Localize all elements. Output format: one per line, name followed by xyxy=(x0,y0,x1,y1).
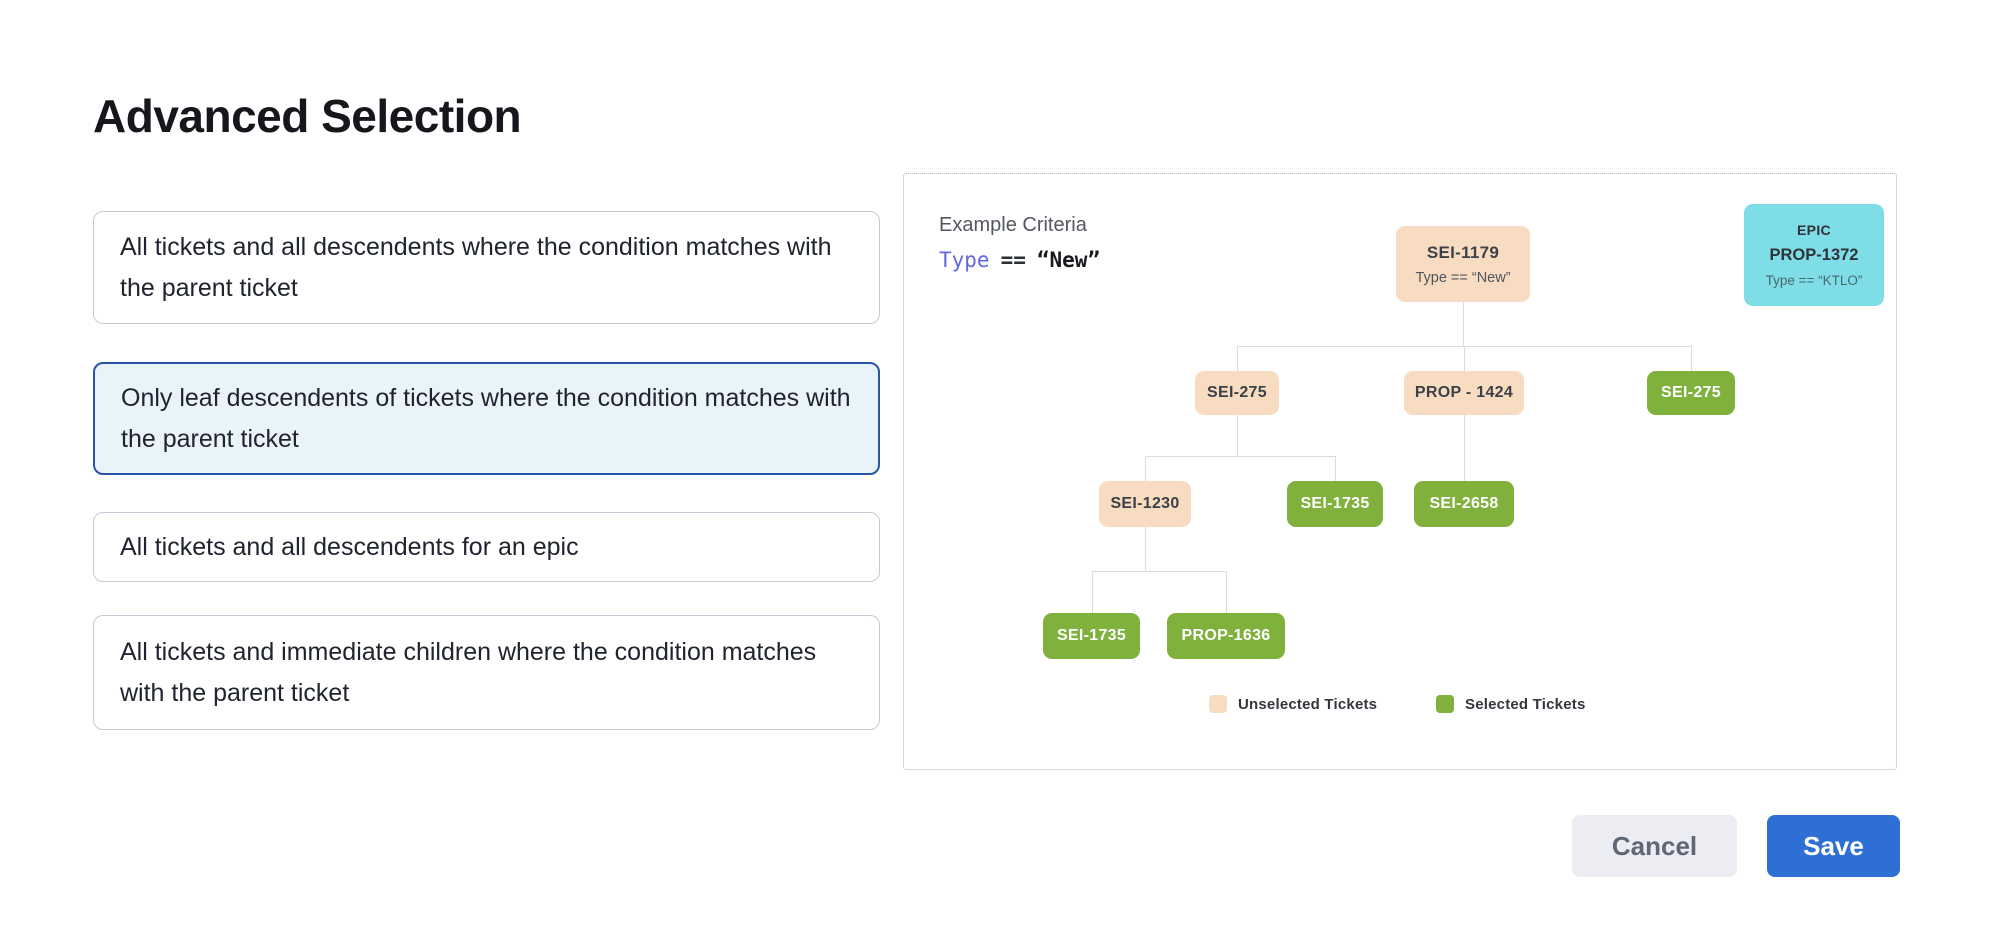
node-label: PROP - 1424 xyxy=(1414,384,1514,401)
tree-connector xyxy=(1145,456,1146,481)
node-label: SEI-2658 xyxy=(1429,495,1499,512)
node-condition: Type == “New” xyxy=(1415,269,1511,286)
option-list: All tickets and all descendents where th… xyxy=(93,211,880,741)
epic-card: EPIC PROP-1372 Type == “KTLO” xyxy=(1744,204,1884,306)
option-all-descendents-epic[interactable]: All tickets and all descendents for an e… xyxy=(93,512,880,582)
tree-connector xyxy=(1145,527,1146,571)
epic-type-label: EPIC xyxy=(1797,222,1831,238)
node-label: SEI-1735 xyxy=(1056,627,1127,644)
tree-connector xyxy=(1237,415,1238,456)
tree-connector xyxy=(1237,346,1238,371)
tree-connector xyxy=(1463,302,1464,346)
tree-node-selected: SEI-2658 xyxy=(1414,481,1514,527)
unselected-swatch-icon xyxy=(1209,695,1227,713)
epic-ticket-id: PROP-1372 xyxy=(1769,246,1859,264)
tree-connector xyxy=(1691,346,1692,371)
selected-swatch-icon xyxy=(1436,695,1454,713)
legend-unselected: Unselected Tickets xyxy=(1209,695,1377,713)
option-leaf-descendents-condition[interactable]: Only leaf descendents of tickets where t… xyxy=(93,362,880,475)
epic-condition: Type == “KTLO” xyxy=(1765,273,1863,288)
tree-node-unselected: SEI-275 xyxy=(1195,371,1279,415)
legend-selected: Selected Tickets xyxy=(1436,695,1586,713)
example-diagram-panel: Example Criteria Type == “New” EPIC PROP-1… xyxy=(903,173,1897,770)
legend-label: Unselected Tickets xyxy=(1238,695,1378,713)
node-label: PROP-1636 xyxy=(1181,627,1271,644)
node-label: SEI-1230 xyxy=(1110,495,1180,512)
tree-connector xyxy=(1464,415,1465,481)
save-button[interactable]: Save xyxy=(1767,815,1900,877)
option-immediate-children-condition[interactable]: All tickets and immediate children where… xyxy=(93,615,880,730)
option-label: Only leaf descendents of tickets where t… xyxy=(121,384,851,453)
tree-connector xyxy=(1092,571,1093,613)
option-label: All tickets and immediate children where… xyxy=(120,638,817,707)
tree-node-unselected: PROP - 1424 xyxy=(1404,371,1524,415)
page-title: Advanced Selection xyxy=(93,89,522,142)
tree-connector xyxy=(1092,571,1227,572)
option-label: All tickets and all descendents for an e… xyxy=(120,532,579,561)
tree-connector xyxy=(1145,456,1336,457)
option-all-descendents-condition[interactable]: All tickets and all descendents where th… xyxy=(93,211,880,324)
tree-node-root: SEI-1179 Type == “New” xyxy=(1396,226,1530,302)
example-criteria-heading: Example Criteria xyxy=(939,214,1087,236)
tree-node-selected: PROP-1636 xyxy=(1167,613,1285,659)
tree-connector xyxy=(1335,456,1336,481)
criteria-value: “New” xyxy=(1036,248,1101,272)
criteria-field: Type xyxy=(939,248,990,272)
node-label: SEI-275 xyxy=(1207,384,1267,401)
legend-label: Selected Tickets xyxy=(1465,695,1586,713)
node-label: SEI-1179 xyxy=(1426,242,1500,262)
tree-node-selected: SEI-1735 xyxy=(1043,613,1140,659)
example-criteria-expression: Type == “New” xyxy=(939,248,1100,272)
cancel-button[interactable]: Cancel xyxy=(1572,815,1737,877)
criteria-operator: == xyxy=(1000,248,1026,272)
tree-node-selected: SEI-275 xyxy=(1647,371,1735,415)
node-label: SEI-275 xyxy=(1661,384,1721,401)
node-label: SEI-1735 xyxy=(1300,495,1370,512)
tree-connector xyxy=(1464,346,1465,371)
tree-connector xyxy=(1226,571,1227,613)
tree-node-selected: SEI-1735 xyxy=(1287,481,1383,527)
tree-node-unselected: SEI-1230 xyxy=(1099,481,1191,527)
option-label: All tickets and all descendents where th… xyxy=(120,233,832,302)
